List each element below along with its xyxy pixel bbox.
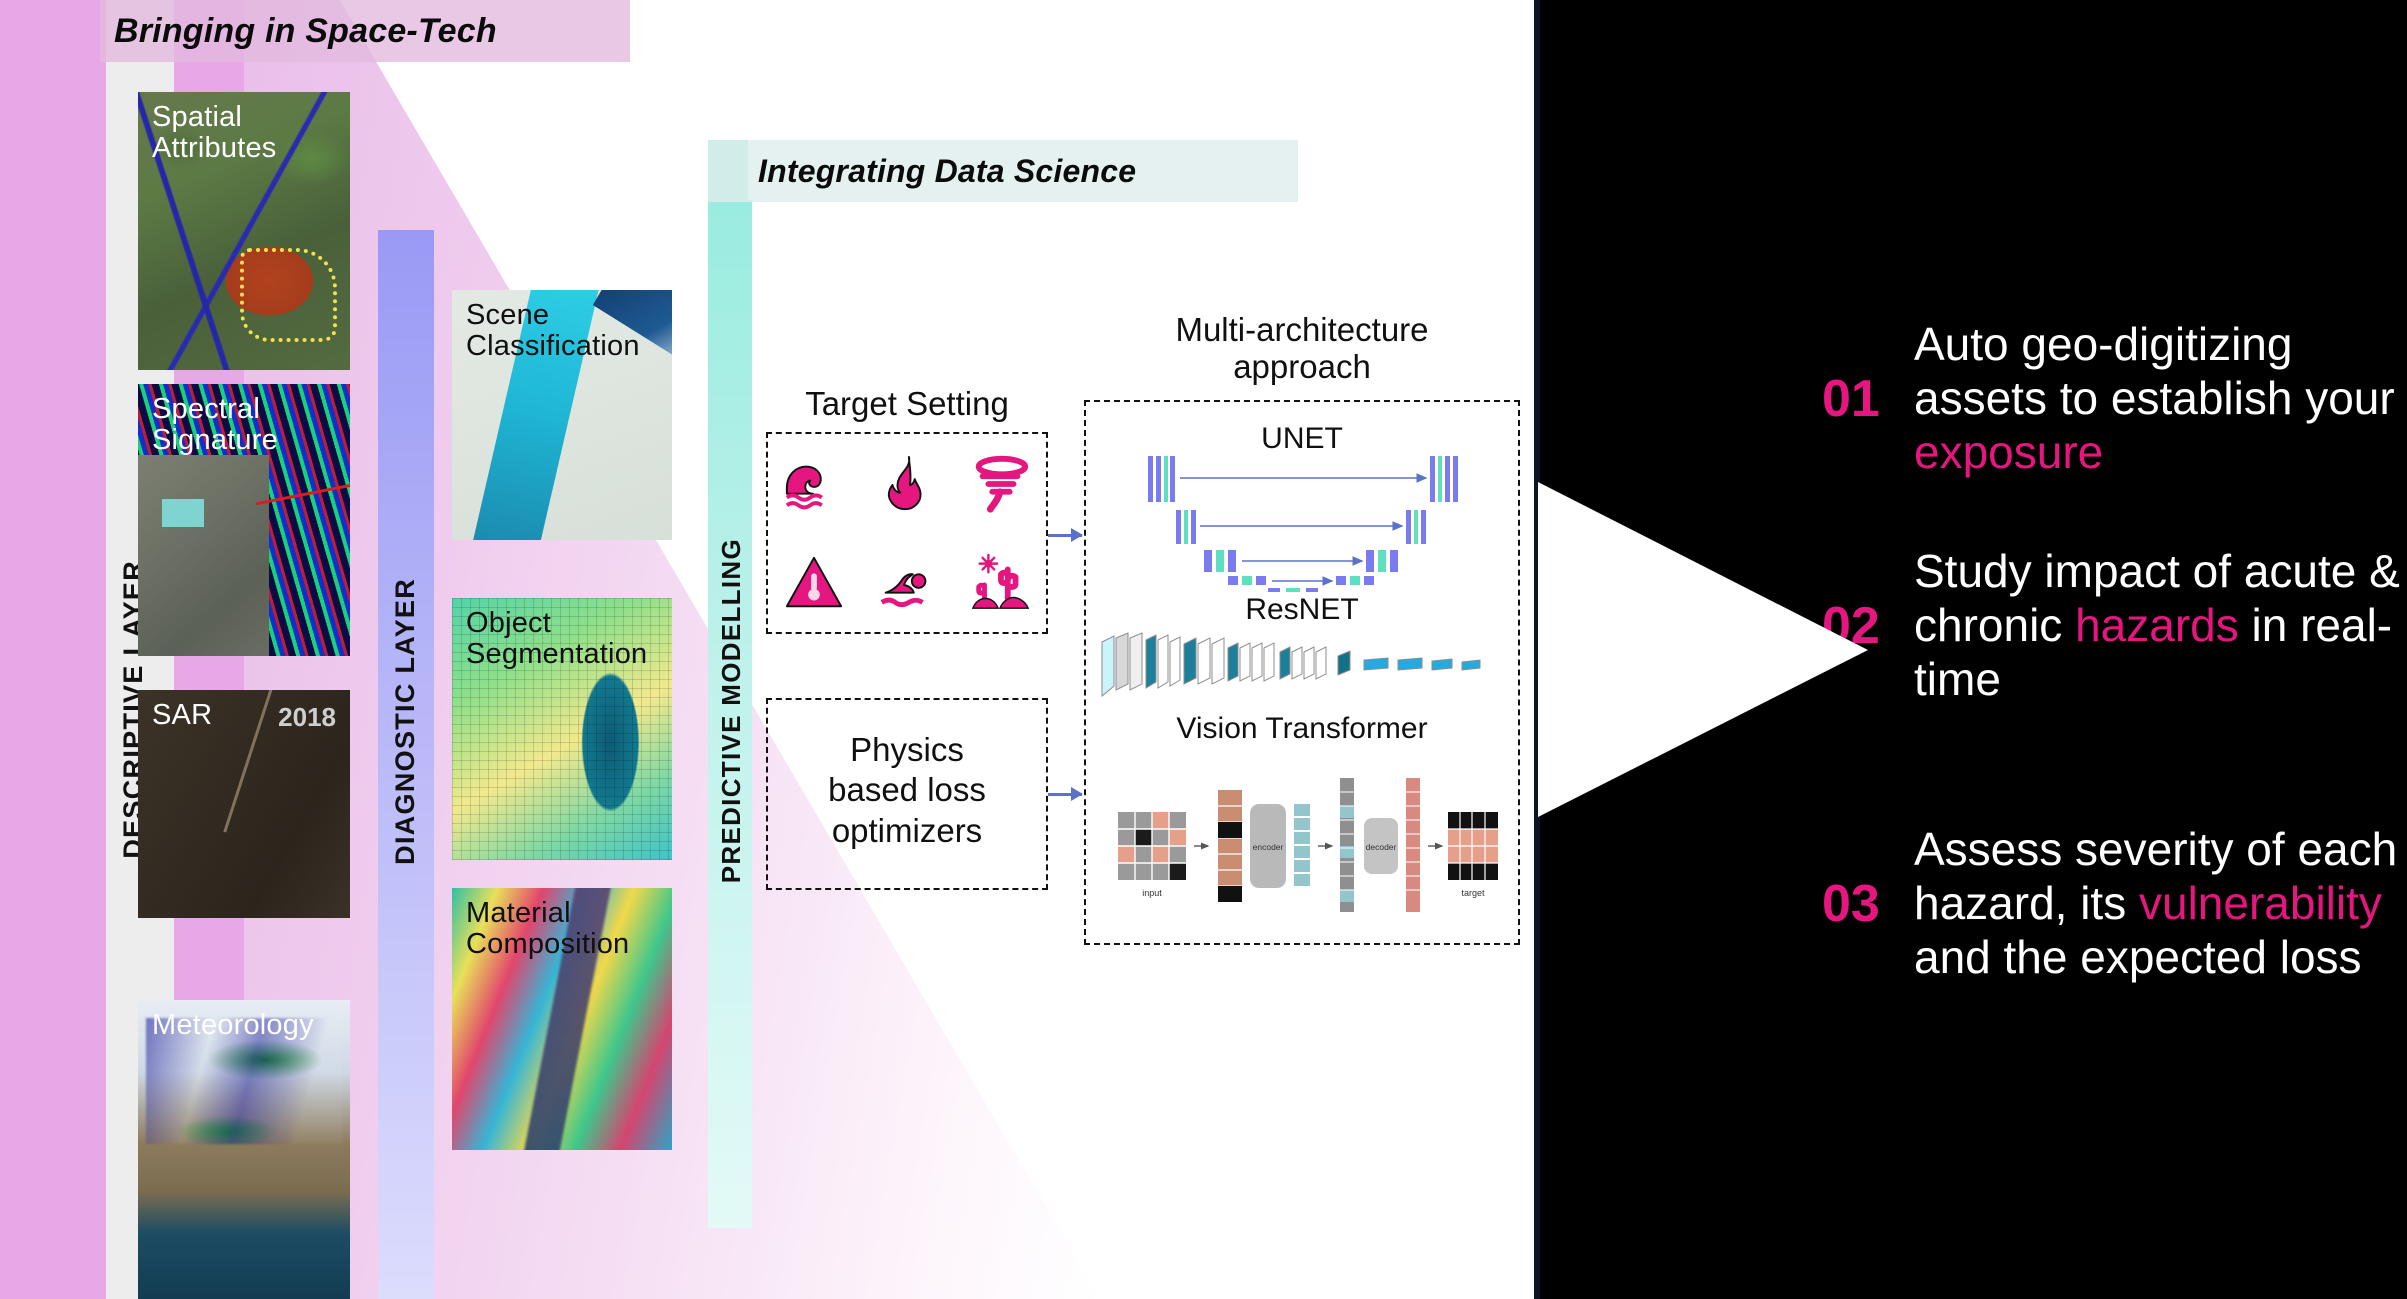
vit-encoder-label: encoder	[1253, 842, 1284, 852]
diagnostic-layer-label: DIAGNOSTIC LAYER	[390, 578, 420, 865]
left-pink-strip	[0, 0, 106, 1299]
card-scene-classification[interactable]: Scene Classification	[452, 290, 672, 540]
banner-integrating-data-science: Integrating Data Science	[708, 140, 1298, 202]
model-label-vision-transformer: Vision Transformer	[1176, 712, 1428, 745]
resnet-diagram	[1101, 632, 1481, 698]
card-spatial-attributes[interactable]: Spatial Attributes	[138, 92, 350, 370]
vit-input-label: input	[1142, 888, 1162, 898]
orthophoto-decor	[138, 454, 270, 656]
parcel-outline-decor	[239, 247, 338, 343]
sar-year-overlay: 2018	[278, 702, 336, 732]
target-setting-box	[766, 432, 1048, 634]
vit-decoder-label: decoder	[1366, 842, 1397, 852]
outcome-text-part: and the expected loss	[1914, 930, 2362, 983]
outcome-text: Auto geo-digitizing assets to establish …	[1914, 318, 2407, 479]
architecture-title: Multi-architecture approach	[1175, 311, 1429, 385]
outcome-highlight: vulnerability	[2139, 876, 2382, 929]
outcome-text-part: Auto geo-digitizing assets to establish …	[1914, 318, 2395, 424]
unet-diagram	[1148, 456, 1458, 592]
card-caption: Scene Classification	[466, 299, 640, 363]
panel-left-edge	[1534, 0, 1540, 1299]
card-caption: Spatial Attributes	[152, 101, 277, 165]
outcome-text-part: in real-time	[1914, 598, 2393, 705]
outcome-text: Study impact of acute & chronic hazards …	[1914, 545, 2407, 706]
outcome-row-3: 03 Assess severity of each hazard, its v…	[1822, 823, 2407, 984]
card-meteorology[interactable]: Meteorology	[138, 1000, 350, 1299]
outcome-number: 03	[1822, 874, 1880, 933]
extreme-heat-warning-icon	[786, 556, 843, 607]
card-caption: Object Segmentation	[466, 607, 648, 671]
vision-transformer-diagram: input encoder	[1118, 778, 1498, 912]
card-caption: Meteorology	[152, 1009, 314, 1041]
outcome-text-part: Assess severity of each hazard, its	[1914, 823, 2398, 929]
card-caption: Spectral Signature	[152, 393, 278, 457]
diagnostic-layer-bar	[378, 230, 434, 1299]
card-caption: SAR	[152, 699, 213, 731]
outcome-highlight: exposure	[1914, 425, 2104, 478]
target-setting-title: Target Setting	[805, 385, 1009, 422]
flood-wave-icon	[786, 465, 824, 509]
outcome-row-2: 02 Study impact of acute & chronic hazar…	[1822, 545, 2407, 706]
outcome-text-part: Study impact of acute & chronic	[1914, 545, 2400, 651]
vit-target-label: target	[1461, 888, 1485, 898]
card-object-segmentation[interactable]: Object Segmentation	[452, 598, 672, 860]
architecture-box	[1084, 400, 1520, 945]
tornado-icon	[975, 455, 1028, 513]
predictive-modelling-label: PREDICTIVE MODELLING	[716, 538, 746, 884]
physics-loss-box	[766, 698, 1048, 890]
drought-cactus-icon	[971, 553, 1029, 609]
drowning-flood-icon	[880, 572, 927, 607]
storm-cloud-decor	[146, 1017, 342, 1144]
outcome-text: Assess severity of each hazard, its vuln…	[1914, 823, 2407, 984]
card-sar[interactable]: 2018 SAR	[138, 690, 350, 918]
outcome-highlight: hazards	[2075, 598, 2239, 651]
model-label-unet: UNET	[1261, 422, 1343, 455]
card-spectral-signature[interactable]: Spectral Signature	[138, 384, 350, 656]
arrow-physics-to-architecture	[1048, 787, 1083, 801]
banner-space-tech: Bringing in Space-Tech	[100, 0, 630, 62]
terrain-trail-decor	[223, 690, 276, 833]
arrow-target-to-architecture	[1048, 528, 1083, 542]
model-label-resnet: ResNET	[1245, 593, 1359, 626]
predictive-modelling-bar	[708, 200, 752, 1228]
outcome-row-1: 01 Auto geo-digitizing assets to establi…	[1822, 318, 2407, 479]
outcome-number: 01	[1822, 369, 1880, 428]
card-caption: Material Composition	[466, 897, 630, 961]
card-material-composition[interactable]: Material Composition	[452, 888, 672, 1150]
physics-loss-text: Physics based loss optimizers	[828, 731, 986, 849]
wildfire-flame-icon	[887, 455, 922, 510]
